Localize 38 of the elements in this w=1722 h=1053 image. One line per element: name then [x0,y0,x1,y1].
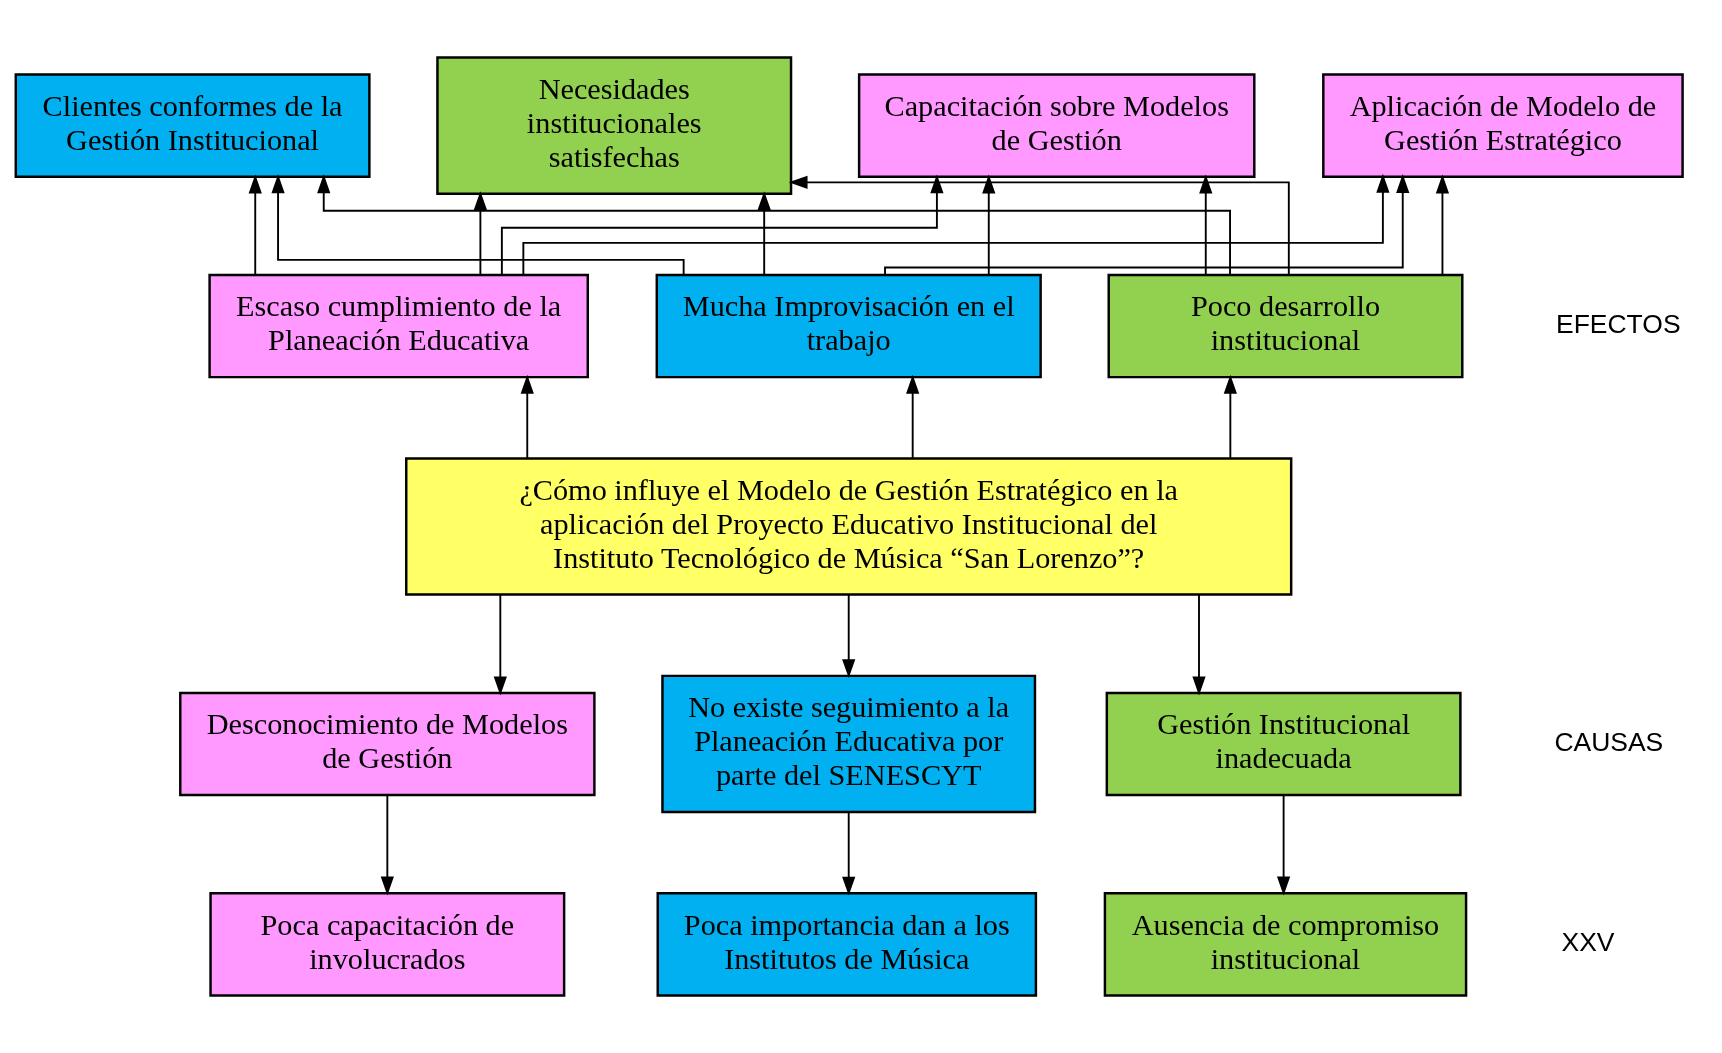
node-box: Gestión Institucional inadecuada [1105,691,1462,797]
arrow [271,174,685,276]
label: XXV [1561,927,1615,958]
arrow [1192,593,1206,696]
arrow [884,173,1410,276]
arrow [380,794,394,896]
arrow [1277,794,1291,896]
arrow [757,191,771,276]
node-box: ¿Cómo influye el Modelo de Gestión Estratégico en la aplicación del Proyecto Educativo Institucional del Instituto Tecnológico de Música “San Lorenzo”? [405,457,1293,596]
label: EFECTOS [1556,309,1681,340]
node-box: Poco desarrollo institucional [1107,273,1464,379]
arrow [317,174,1231,276]
arrow [248,174,262,276]
arrow [906,374,920,460]
node-box: Desconocimiento de Modelos de Gestión [179,691,596,797]
node-box: Poca importancia dan a los Institutos de Música [656,892,1038,997]
arrow [982,174,996,276]
arrow [1199,174,1213,276]
node-box: Ausencia de compromiso institucional [1103,892,1468,997]
arrow [1435,174,1450,276]
arrow [522,173,1390,276]
node-box: Escaso cumplimiento de la Planeación Educativa [208,273,589,379]
arrow [520,374,534,460]
arrow [500,174,944,276]
node-box: Poca capacitación de involucrados [209,892,566,997]
node-box: Capacitación sobre Modelos de Gestión [857,73,1256,178]
label: CAUSAS [1554,726,1664,757]
arrow [473,191,487,276]
node-box: Aplicación de Modelo de Gestión Estratégico [1322,73,1684,178]
arrow [788,175,1290,276]
arrow [842,593,856,679]
node-box: Mucha Improvisación en el trabajo [655,273,1042,379]
node-box: No existe seguimiento a la Planeación Educativa por parte del SENESCYT [661,674,1037,814]
node-box: Necesidades institucionales satisfechas [436,56,793,195]
node-box: Clientes conformes de la Gestión Institucional [14,73,371,178]
arrow [842,811,856,896]
arrow [1223,374,1237,460]
arrow [493,593,507,696]
